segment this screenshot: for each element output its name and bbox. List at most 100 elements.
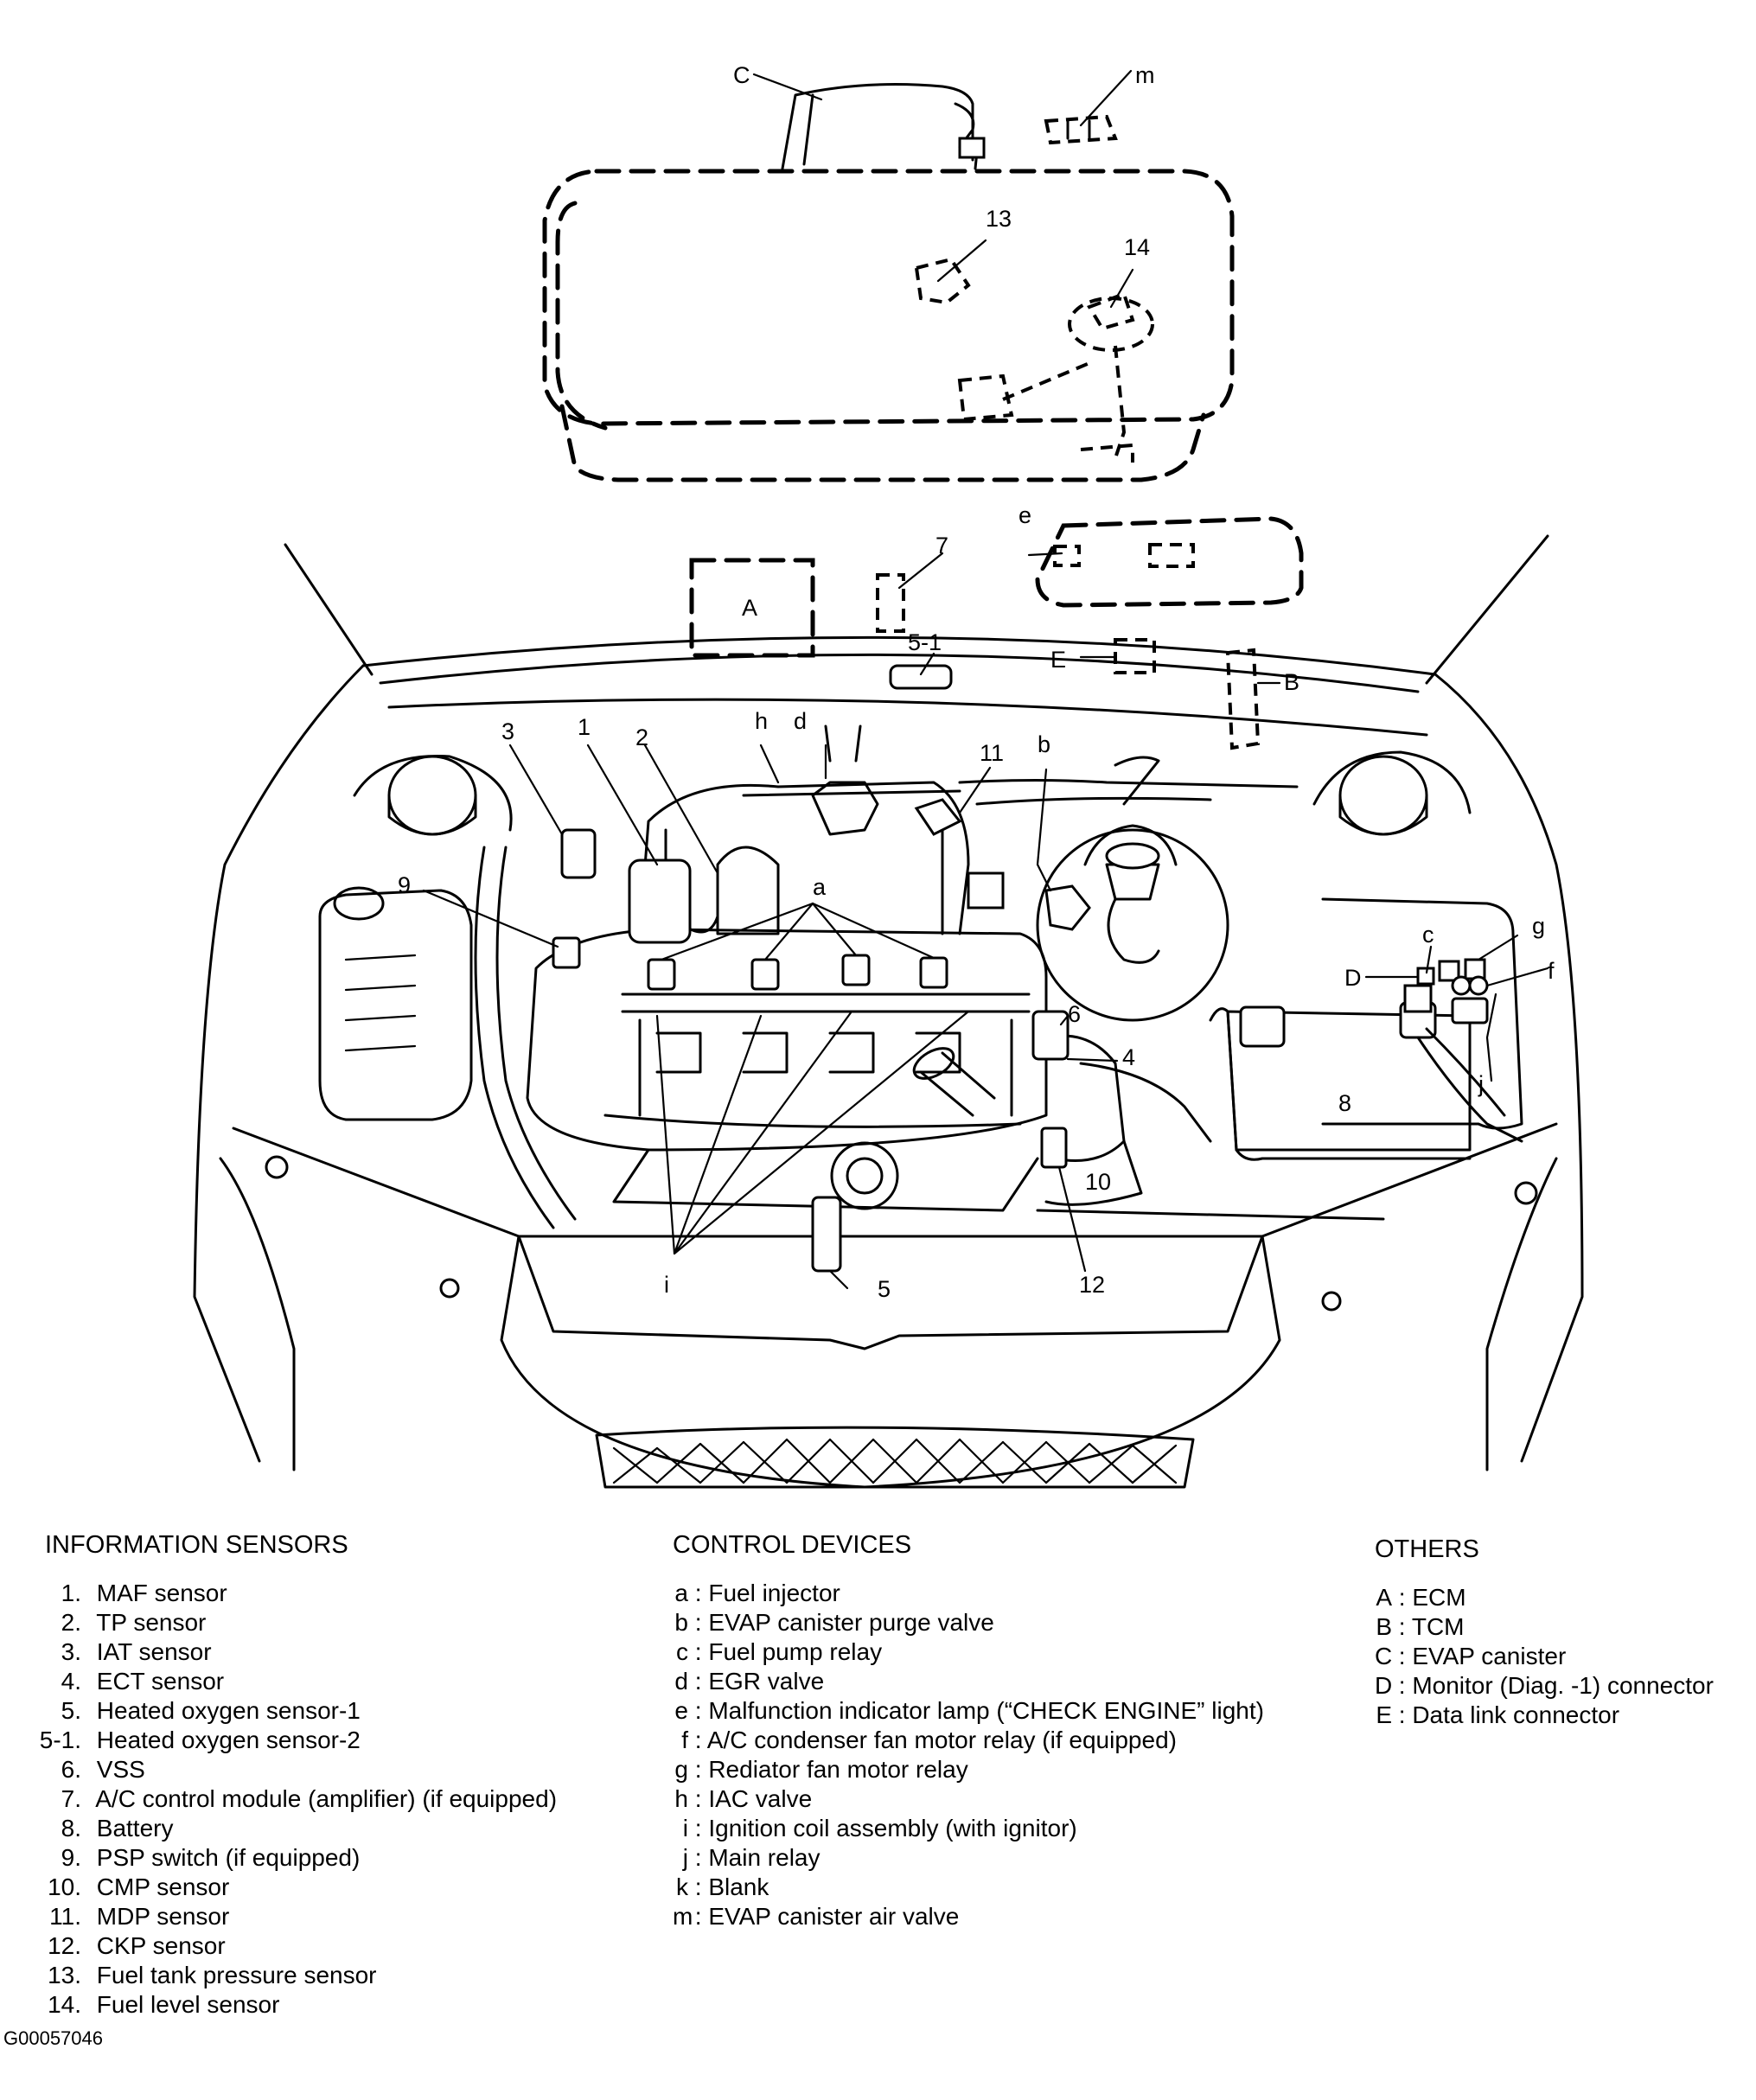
other-item-text: : ECM (1398, 1584, 1466, 1611)
label-a: a (813, 874, 827, 900)
control-device-item-text: : Main relay (694, 1844, 821, 1871)
label-D: D (1344, 965, 1362, 991)
label-12: 12 (1079, 1272, 1105, 1298)
sensor-item-key: 7. (61, 1785, 81, 1812)
control-device-item-key: m (673, 1903, 693, 1930)
control-device-item-key: k (676, 1873, 688, 1900)
control-device-item: g : Rediator fan motor relay (673, 1755, 1264, 1784)
label-d: d (794, 708, 807, 734)
fuel-tank-drawing (542, 169, 1235, 482)
sensor-item: 2. TP sensor (45, 1608, 557, 1637)
sensor-item-text: Fuel level sensor (96, 1991, 280, 2018)
car-body-drawing (193, 534, 1584, 1489)
sensor-item: 14. Fuel level sensor (45, 1990, 557, 2020)
label-i: i (664, 1272, 669, 1298)
sensor-item-text: CMP sensor (96, 1873, 230, 1900)
sensor-item: 9. PSP switch (if equipped) (45, 1843, 557, 1873)
label-h: h (755, 708, 768, 734)
sensor-item-key: 2. (61, 1609, 81, 1636)
control-device-item-key: d (674, 1668, 688, 1695)
label-14: 14 (1124, 234, 1150, 260)
sensor-item: 6. VSS (45, 1755, 557, 1784)
sensor-item: 10. CMP sensor (45, 1873, 557, 1902)
sensor-item-key: 9. (61, 1844, 81, 1871)
engine-block-drawing (526, 724, 1299, 1152)
control-device-item-key: a (674, 1580, 688, 1606)
control-device-item-key: j (682, 1844, 688, 1871)
control-device-item-text: : Fuel pump relay (694, 1638, 883, 1665)
control-device-item-text: : EVAP canister purge valve (694, 1609, 994, 1636)
brake-booster-drawing (1036, 824, 1229, 1022)
label-7: 7 (935, 533, 948, 559)
control-device-item-text: : Ignition coil assembly (with ignitor) (694, 1815, 1077, 1841)
label-g: g (1532, 913, 1545, 939)
control-device-item-text: : Blank (694, 1873, 769, 1900)
other-item-text: : Monitor (Diag. -1) connector (1398, 1672, 1714, 1699)
sensor-item: 5. Heated oxygen sensor-1 (45, 1696, 557, 1726)
relay-box-drawing (1321, 897, 1523, 1130)
sensor-item: 11. MDP sensor (45, 1902, 557, 1931)
control-device-item: e : Malfunction indicator lamp (“CHECK E… (673, 1696, 1264, 1726)
control-device-item-text: : IAC valve (694, 1785, 813, 1812)
label-E: E (1050, 647, 1066, 673)
control-device-item-key: c (676, 1638, 688, 1665)
air-valve-drawing (1044, 114, 1118, 145)
label-9: 9 (398, 872, 411, 898)
sensor-item: 12. CKP sensor (45, 1931, 557, 1961)
sensor-item: 3. IAT sensor (45, 1637, 557, 1667)
control-device-item: c : Fuel pump relay (673, 1637, 1264, 1667)
strut-towers-drawing (353, 750, 1472, 836)
label-8: 8 (1338, 1090, 1351, 1116)
label-6: 6 (1068, 1001, 1081, 1027)
sensor-item-text: IAT sensor (96, 1638, 212, 1665)
sensor-item: 13. Fuel tank pressure sensor (45, 1961, 557, 1990)
control-device-item: b : EVAP canister purge valve (673, 1608, 1264, 1637)
sensor-item-key: 12. (48, 1932, 81, 1959)
label-A: A (742, 595, 757, 621)
sensor-item-text: ECT sensor (96, 1668, 225, 1695)
tcm-box (1225, 648, 1261, 750)
sensor-item-text: CKP sensor (96, 1932, 226, 1959)
other-item-key: E (1376, 1701, 1392, 1728)
label-m: m (1135, 62, 1155, 88)
other-item-key: D (1375, 1672, 1393, 1699)
evap-canister-drawing (781, 83, 986, 170)
sensor-item-text: Battery (96, 1815, 174, 1841)
mil-cluster-box (1035, 516, 1304, 608)
control-device-item: a : Fuel injector (673, 1579, 1264, 1608)
label-e: e (1018, 502, 1031, 528)
label-13: 13 (986, 206, 1012, 232)
control-device-item-key: h (674, 1785, 688, 1812)
label-B: B (1284, 669, 1299, 695)
label-j: j (1478, 1071, 1484, 1097)
label-1: 1 (578, 714, 591, 740)
other-item: C : EVAP canister (1375, 1642, 1714, 1671)
control-device-item-text: : EGR valve (694, 1668, 825, 1695)
other-item: D : Monitor (Diag. -1) connector (1375, 1671, 1714, 1701)
control-device-item: d : EGR valve (673, 1667, 1264, 1696)
sensor-item-text: VSS (96, 1756, 145, 1783)
sensor-item: 8. Battery (45, 1814, 557, 1843)
control-device-item-key: i (682, 1815, 688, 1841)
sensor-item-key: 5-1. (39, 1727, 81, 1753)
other-item-key: A (1376, 1584, 1392, 1611)
control-device-item: i : Ignition coil assembly (with ignitor… (673, 1814, 1264, 1843)
sensor-item-key: 5. (61, 1697, 81, 1724)
label-5: 5 (878, 1276, 891, 1302)
sensor-item-key: 10. (48, 1873, 81, 1900)
control-device-item-text: : Malfunction indicator lamp (“CHECK ENG… (694, 1697, 1264, 1724)
control-device-item: k : Blank (673, 1873, 1264, 1902)
control-device-item-text: : Rediator fan motor relay (694, 1756, 968, 1783)
transmission-drawing (612, 1034, 1385, 1221)
sensor-item-key: 13. (48, 1962, 81, 1988)
control-device-item: m : EVAP canister air valve (673, 1902, 1264, 1931)
other-item-text: : EVAP canister (1398, 1643, 1567, 1669)
control-device-item-key: f (681, 1727, 688, 1753)
label-4: 4 (1122, 1044, 1135, 1070)
other-item-key: B (1376, 1613, 1392, 1640)
control-device-item: h : IAC valve (673, 1784, 1264, 1814)
